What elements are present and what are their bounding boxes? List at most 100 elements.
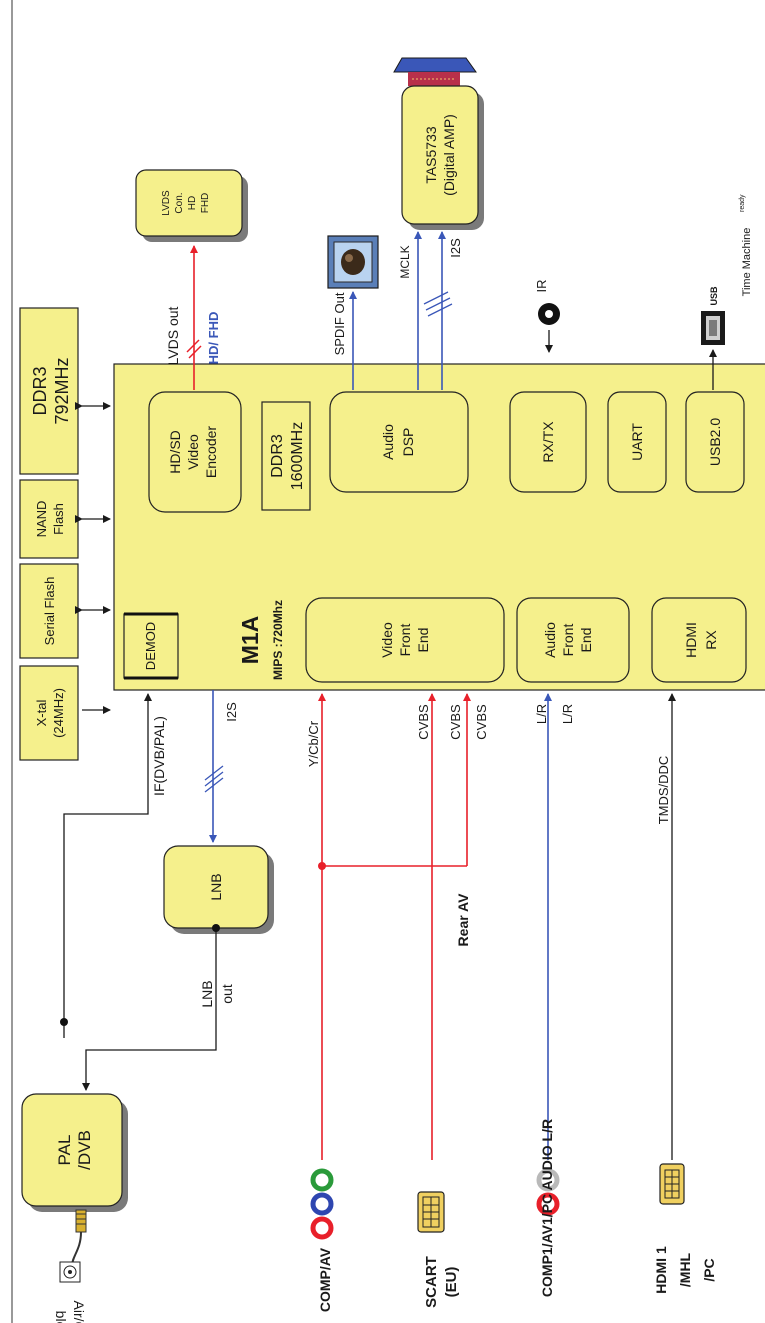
lnb-label: LNB xyxy=(208,873,224,900)
svg-text:Video: Video xyxy=(379,622,395,658)
lvds-connector-box xyxy=(135,169,243,237)
hdmi-connector-icon xyxy=(659,1163,685,1205)
i2s-top-label: I2S xyxy=(448,238,463,258)
svg-text:Encoder: Encoder xyxy=(203,426,219,478)
ddr-internal-block xyxy=(261,401,311,511)
main-chip-mips: MIPS :720Mhz xyxy=(271,600,285,680)
nand-flash-block xyxy=(19,479,79,559)
svg-text:SCART: SCART xyxy=(423,1256,440,1308)
audio-dsp-block xyxy=(329,391,469,493)
svg-text:(EU): (EU) xyxy=(443,1267,460,1298)
svg-text:/DVB: /DVB xyxy=(75,1130,94,1170)
svg-text:LVDS: LVDS xyxy=(161,190,172,216)
ir-label: IR xyxy=(534,280,549,293)
lnb-out-line xyxy=(82,928,217,1091)
uart-label: UART xyxy=(629,423,645,461)
svg-text:792MHz: 792MHz xyxy=(52,357,72,424)
svg-text:RX: RX xyxy=(703,630,719,650)
cvbs3-label: CVBS xyxy=(474,704,489,740)
ir-receiver-icon xyxy=(538,303,560,325)
svg-text:Audio: Audio xyxy=(542,622,558,658)
svg-text:Audio: Audio xyxy=(380,424,396,460)
svg-text:X-tal: X-tal xyxy=(34,700,49,727)
ddr-internal-label: DDR3 1600MHz xyxy=(269,422,306,490)
audio-lr-jacks-icon xyxy=(536,1168,560,1216)
xtal-block xyxy=(19,665,79,761)
ddr3-ext-block xyxy=(19,307,79,475)
svg-text:PAL: PAL xyxy=(55,1135,74,1166)
ycbcr-junction xyxy=(318,862,326,870)
pal-dvb-tuner: PAL /DVB xyxy=(21,1093,128,1212)
svg-text:HDMI: HDMI xyxy=(683,622,699,658)
svg-text:Video: Video xyxy=(185,434,201,470)
svg-text:DDR3: DDR3 xyxy=(269,434,286,478)
svg-text:Front: Front xyxy=(560,624,576,657)
coax-connector-icon xyxy=(71,1209,87,1267)
tas5733-label: TAS5733 (Digital AMP) xyxy=(423,114,457,196)
lvds-connector: LVDS Con. HD FHD xyxy=(135,169,248,242)
svg-text:out: out xyxy=(219,984,235,1004)
scart-label: SCART (EU) xyxy=(423,1256,460,1308)
hd-fhd-label: HD/ FHD xyxy=(206,312,221,365)
hdmi-rx-label: HDMI RX xyxy=(683,622,719,658)
main-chip: M1A MIPS :720Mhz HD/SD Video Encoder DDR… xyxy=(113,363,765,691)
air-cable-label: Air/Ca ble xyxy=(53,1301,87,1323)
usb-port-icon xyxy=(701,311,725,345)
comp-audio-label: COMP1/AV1/PC AUDIO L/R xyxy=(539,1119,555,1297)
rear-av-label: Rear AV xyxy=(455,893,471,947)
if-junction xyxy=(60,1018,68,1026)
usb-label: USB2.0 xyxy=(707,418,723,466)
audio-front-end-block xyxy=(516,597,630,683)
lr1-label: L/R xyxy=(534,704,549,724)
svg-text:DSP: DSP xyxy=(400,428,416,457)
i2s-lnb-label: I2S xyxy=(224,702,239,722)
tas5733-box xyxy=(401,85,479,225)
lvds-connector-label: LVDS Con. HD FHD xyxy=(161,190,211,216)
lnb-out-label: LNB out xyxy=(199,980,235,1007)
svg-text:/PC: /PC xyxy=(701,1258,717,1281)
pal-dvb-label: PAL /DVB xyxy=(55,1130,94,1170)
svg-text:TAS5733: TAS5733 xyxy=(423,126,439,184)
svg-text:End: End xyxy=(415,628,431,653)
spdif-out-label: SPDIF Out xyxy=(332,292,347,355)
lvds-out-label: LVDS out xyxy=(165,306,181,365)
svg-text:ble: ble xyxy=(53,1311,69,1323)
hdmi-label: HDMI 1 /MHL /PC xyxy=(653,1246,717,1294)
svg-text:NAND: NAND xyxy=(34,501,49,538)
svg-text:HD: HD xyxy=(187,196,198,210)
ddr3-ext-label: DDR3 792MHz xyxy=(30,357,72,424)
cvbs1-label: CVBS xyxy=(416,704,431,740)
svg-text:FHD: FHD xyxy=(200,193,211,214)
time-machine-label: Time Machine xyxy=(741,228,753,297)
rxtx-label: RX/TX xyxy=(540,421,556,463)
svg-text:/MHL: /MHL xyxy=(677,1252,693,1287)
cvbs2-label: CVBS xyxy=(448,704,463,740)
svg-text:Flash: Flash xyxy=(51,503,66,535)
usb-block xyxy=(685,391,745,493)
nand-flash-label: NAND Flash xyxy=(34,501,66,538)
svg-text:End: End xyxy=(578,628,594,653)
svg-text:HDMI 1: HDMI 1 xyxy=(653,1246,669,1294)
serial-flash-block xyxy=(19,563,79,659)
spdif-jack-icon xyxy=(327,235,379,289)
video-encoder-block xyxy=(148,391,242,513)
svg-text:HD/SD: HD/SD xyxy=(167,430,183,474)
audio-dsp-label: Audio DSP xyxy=(380,424,416,460)
svg-text:Front: Front xyxy=(397,624,413,657)
ycbcr-label: Y/Cb/Cr xyxy=(306,720,321,767)
usb-icon-label: USB xyxy=(709,286,719,306)
tas5733-amp: TAS5733 (Digital AMP) xyxy=(401,85,484,230)
memory-column: DDR3 792MHz NAND Flash Serial Flash X-ta… xyxy=(19,307,111,761)
antenna-icon xyxy=(59,1261,81,1283)
svg-text:LNB: LNB xyxy=(199,980,215,1007)
video-encoder-label: HD/SD Video Encoder xyxy=(167,426,219,478)
demod-label: DEMOD xyxy=(143,622,158,670)
svg-text:(24MHz): (24MHz) xyxy=(51,688,66,738)
hdmi-rx-block xyxy=(651,597,747,683)
audio-front-end-label: Audio Front End xyxy=(542,622,594,658)
speaker-icon xyxy=(393,57,477,86)
video-front-end-block xyxy=(305,597,505,683)
scart-connector-icon xyxy=(417,1191,445,1233)
mclk-label: MCLK xyxy=(398,245,412,278)
